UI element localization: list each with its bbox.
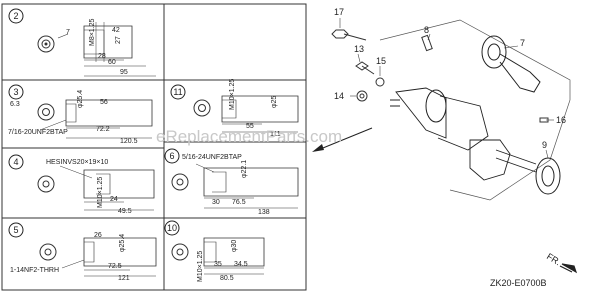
dim-p11-111: 111 bbox=[270, 131, 281, 138]
panel-number-4: 4 bbox=[13, 157, 18, 167]
dim-p5-121: 121 bbox=[118, 275, 130, 282]
bolt-part bbox=[331, 29, 367, 41]
dim-p10-80.5: 80.5 bbox=[220, 275, 234, 282]
dim-p6-221: φ22.1 bbox=[241, 160, 248, 178]
callout-13: 13 bbox=[354, 44, 364, 54]
panel-number-11: 11 bbox=[173, 87, 182, 97]
dim-p11-55: 55 bbox=[246, 123, 254, 130]
panel-5: 5 26 φ25.4 72.5 121 1-14NF2-THRH bbox=[8, 222, 157, 282]
panel-number-2: 2 bbox=[13, 11, 18, 21]
dim-p11-m10: M10×1.25 bbox=[229, 79, 236, 110]
callout-15: 15 bbox=[376, 56, 386, 66]
dim-p2-m8: M8×1.25 bbox=[89, 18, 96, 46]
dim-p6-76.5: 76.5 bbox=[232, 199, 246, 206]
panel-2: 2 7 M8×1.25 42 27 28 60 95 bbox=[8, 8, 156, 77]
dim-p2-27: 27 bbox=[115, 36, 122, 44]
dim-p6-30: 30 bbox=[212, 199, 220, 206]
callout-17: 17 bbox=[334, 7, 344, 17]
dim-p3-254: φ25.4 bbox=[77, 90, 84, 108]
callout-8: 8 bbox=[424, 25, 429, 35]
callout-9: 9 bbox=[542, 140, 547, 150]
pin-part bbox=[421, 34, 433, 52]
thread-p4: HESINVS20×19×10 bbox=[46, 159, 108, 166]
dim-p3-56: 56 bbox=[100, 99, 108, 106]
key-part bbox=[539, 117, 549, 123]
panel-number-3: 3 bbox=[13, 87, 18, 97]
callouts: 17 8 7 13 15 14 16 9 bbox=[334, 7, 566, 150]
watermark: eReplacementParts.com bbox=[156, 127, 342, 146]
bearing-part bbox=[535, 157, 561, 195]
dim-p2-95: 95 bbox=[120, 69, 128, 76]
reference-arrow bbox=[312, 127, 373, 152]
dim-p5-254: φ25.4 bbox=[119, 234, 126, 252]
exploded-view bbox=[312, 18, 571, 201]
crankshaft-part bbox=[390, 87, 537, 181]
thread-p5: 1-14NF2-THRH bbox=[10, 267, 59, 274]
callout-14: 14 bbox=[334, 91, 344, 101]
callout-7: 7 bbox=[520, 38, 525, 48]
panel-number-6: 6 bbox=[169, 151, 174, 161]
drawing-code: ZK20-E0700B bbox=[490, 278, 547, 288]
dim-p10-m10: M10×1.25 bbox=[197, 251, 204, 282]
panel-number-10: 10 bbox=[167, 223, 177, 233]
callout-16: 16 bbox=[556, 115, 566, 125]
arrow-right-icon bbox=[559, 263, 578, 274]
callout-7-small: 7 bbox=[66, 29, 70, 36]
dim-p6-138: 138 bbox=[258, 209, 270, 216]
panel-10: 10 M10×1.25 φ30 35 34.5 80.5 bbox=[164, 220, 265, 282]
washer-14 bbox=[356, 90, 368, 102]
dim-p10-34.5: 34.5 bbox=[234, 261, 248, 268]
dim-p3-6.3: 6.3 bbox=[10, 101, 20, 108]
dim-p2-28: 28 bbox=[98, 53, 106, 60]
thread-p3: 7/16-20UNF2BTAP bbox=[8, 129, 68, 136]
panel-6: 6 5/16-24UNF2BTAP φ22.1 30 76.5 138 bbox=[164, 148, 299, 216]
panel-4: 4 HESINVS20×19×10 M10×1.25 24 49.5 bbox=[8, 154, 155, 215]
gear-7-part bbox=[481, 35, 541, 93]
timing-gear bbox=[425, 89, 447, 123]
panel-3: 3 6.3 φ25.4 56 72.2 120.5 7/16-20UNF2BTA… bbox=[8, 84, 153, 145]
dim-p11-25: φ25 bbox=[271, 96, 278, 108]
dim-p4-m10: M10×1.25 bbox=[97, 177, 104, 208]
washer-15 bbox=[375, 77, 385, 87]
dim-p2-60: 60 bbox=[108, 59, 116, 66]
panel-number-5: 5 bbox=[13, 225, 18, 235]
dim-p10-35: 35 bbox=[214, 261, 222, 268]
front-label: FR. bbox=[545, 251, 563, 267]
panel-11: 11 M10×1.25 φ25 55 111 bbox=[170, 79, 299, 138]
dim-p5-26: 26 bbox=[94, 232, 102, 239]
dim-p4-24: 24 bbox=[110, 196, 118, 203]
dim-p10-30: φ30 bbox=[231, 240, 238, 252]
front-indicator: FR. bbox=[545, 251, 578, 274]
thread-p6: 5/16-24UNF2BTAP bbox=[182, 154, 242, 161]
small-bolt-part bbox=[355, 61, 375, 75]
dim-p2-42: 42 bbox=[112, 27, 120, 34]
dim-p5-72.5: 72.5 bbox=[108, 263, 122, 270]
dim-p4-49.5: 49.5 bbox=[118, 208, 132, 215]
dim-p3-120.5: 120.5 bbox=[120, 138, 138, 145]
dim-p3-72.2: 72.2 bbox=[96, 126, 110, 133]
frame bbox=[1, 3, 307, 291]
